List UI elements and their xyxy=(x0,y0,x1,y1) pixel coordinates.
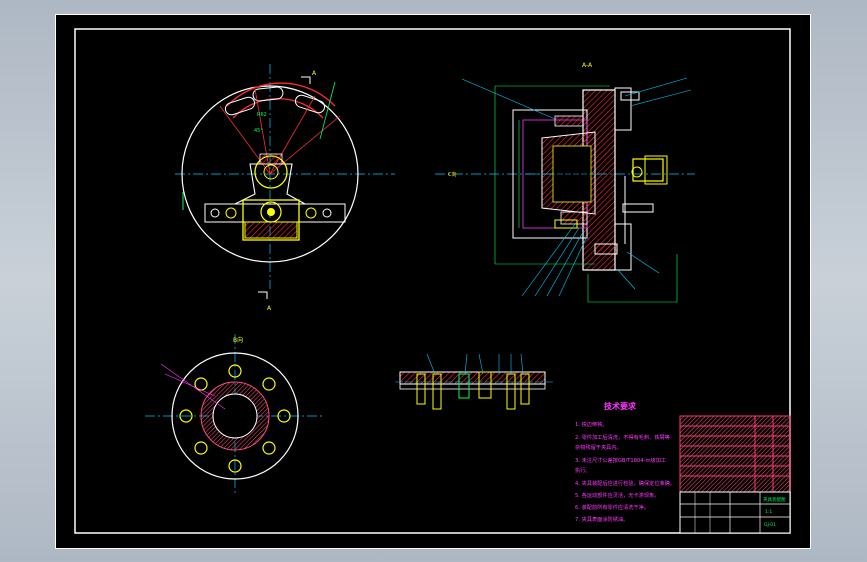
tech-req-line-8: 6. 装配前所有零件应清洗干净。 xyxy=(575,503,649,511)
view-label-b: B向 xyxy=(233,336,243,344)
outer-border xyxy=(55,14,811,549)
side-section-view: A-A C向 xyxy=(435,62,695,303)
section-title-aa: A-A xyxy=(582,62,593,69)
tech-req-line-7: 5. 各运动部件应灵活，无卡滞现象。 xyxy=(575,491,659,499)
side-view-label: C向 xyxy=(448,171,457,178)
front-view: R62 45° A A xyxy=(175,64,395,312)
section-label-a-bottom: A xyxy=(267,305,272,312)
svg-text:R62: R62 xyxy=(257,112,267,118)
drawing-sheet: R62 45° A A A-A C向 xyxy=(55,14,811,549)
inner-border xyxy=(74,28,791,534)
strip-section-view xyxy=(395,353,553,410)
title-block-title: 夹具装配图 xyxy=(763,496,786,503)
tech-req-line-1: 1. 锐边倒钝。 xyxy=(575,420,608,428)
tech-req-line-9: 7. 夹具表面涂防锈油。 xyxy=(575,515,628,523)
svg-text:45°: 45° xyxy=(254,128,263,134)
section-label-a-top: A xyxy=(312,70,317,77)
tech-req-line-3: 杂物残留于夹具内。 xyxy=(575,443,622,451)
drawing-canvas: R62 45° A A A-A C向 xyxy=(55,14,811,549)
technical-requirements: 技术要求 1. 锐边倒钝。 2. 零件加工后清洗，不得有毛刺、铁屑等 杂物残留于… xyxy=(575,401,675,523)
ring-view: B向 xyxy=(145,334,325,494)
title-block-scale: 1:1 xyxy=(765,509,772,515)
tech-req-line-6: 4. 夹具装配后应进行检验，确保定位准确。 xyxy=(575,479,675,487)
tech-req-title: 技术要求 xyxy=(604,401,637,411)
tech-req-line-5: 执行。 xyxy=(575,466,591,474)
tech-req-line-4: 3. 未注尺寸公差按GB/T1804-m级加工 xyxy=(575,456,666,464)
tech-req-line-2: 2. 零件加工后清洗，不得有毛刺、铁屑等 xyxy=(575,433,670,441)
title-block: 夹具装配图 1:1 GJ-01 xyxy=(679,415,791,534)
title-block-drawing-no: GJ-01 xyxy=(764,522,776,528)
